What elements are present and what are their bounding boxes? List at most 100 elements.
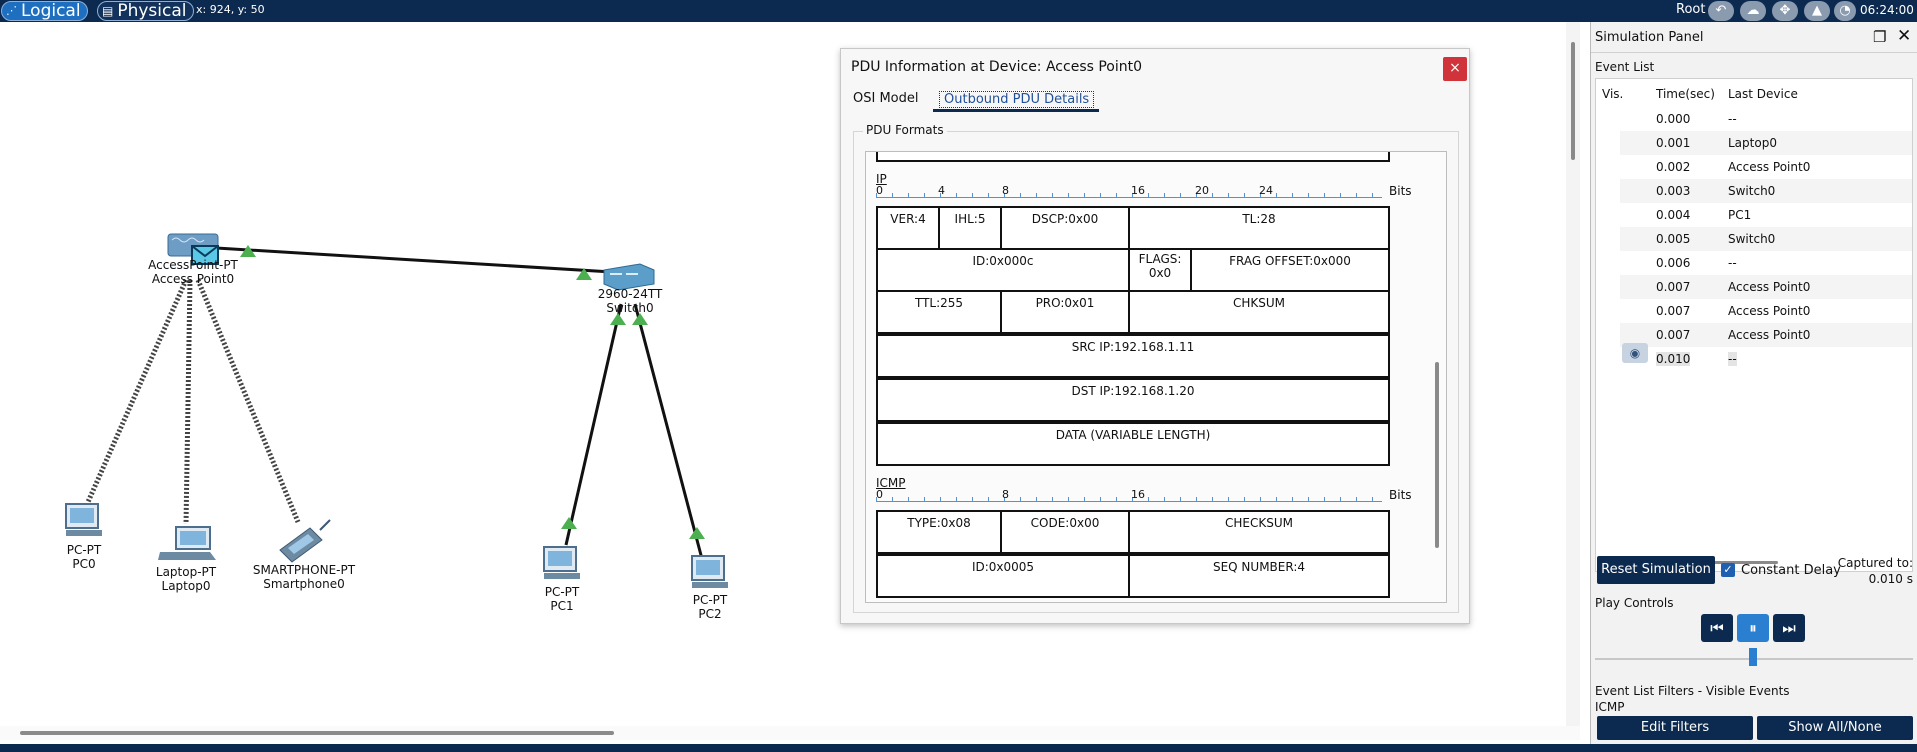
workspace-horizontal-scrollbar[interactable] [0,726,1580,740]
ruler-label: 8 [1002,184,1009,197]
close-icon[interactable]: ✕ [1897,26,1912,46]
access-point-name: Access Point0 [151,272,235,286]
icmp-section-label: ICMP [876,476,906,490]
wireless-link-smartphone0 [195,279,301,523]
ruler-label: 20 [1195,184,1209,197]
column-header-last-device[interactable]: Last Device [1728,87,1798,101]
scroll-thumb[interactable] [20,731,614,735]
ruler-tick [940,497,941,502]
ruler-label: 16 [1131,184,1145,197]
event-row[interactable]: 0.010-- [1620,347,1912,371]
bottom-toolbar [0,744,1917,752]
pdu-vertical-scrollbar[interactable] [1428,152,1446,602]
close-icon[interactable]: × [1443,57,1467,81]
eye-icon[interactable]: ◉ [1622,343,1648,363]
pc0-device [65,503,102,536]
user-root-label: Root [1676,2,1706,17]
ruler-tick [924,497,925,502]
ruler-tick [1084,497,1085,502]
link-ap-switch [199,245,613,274]
pdu-information-dialog: PDU Information at Device: Access Point0… [840,48,1470,624]
event-row[interactable]: 0.000-- [1620,107,1912,131]
pc1-name: PC1 [550,599,574,613]
smartphone0-name: Smartphone0 [263,577,345,591]
play-speed-slider-handle[interactable] [1749,648,1757,666]
ruler-tick [1164,497,1165,502]
ruler-tick [1228,193,1229,198]
icmp-checksum-field: CHECKSUM [1128,510,1390,554]
switch-type: 2960-24TT [597,287,663,301]
constant-delay-checkbox[interactable]: ✓ [1721,563,1735,577]
pc2-label[interactable]: PC-PT PC2 [680,593,740,621]
physical-view-button[interactable]: ▤ Physical [97,1,194,21]
ruler-tick [1100,497,1101,502]
ip-data-field: DATA (VARIABLE LENGTH) [876,422,1390,466]
show-all-none-button[interactable]: Show All/None [1757,716,1913,740]
ruler-tick [1116,193,1117,198]
cloud-icon[interactable]: ☁ [1740,1,1766,21]
ip-protocol-field: PRO:0x01 [1000,290,1130,334]
ruler-tick [1164,193,1165,198]
event-last-device: -- [1728,256,1737,270]
pc0-label[interactable]: PC-PT PC0 [54,543,114,571]
restore-window-icon[interactable]: ❐ [1873,28,1887,46]
simulation-panel: Simulation Panel ❐ ✕ Event List Vis. Tim… [1590,22,1917,744]
ruler-tick [1180,497,1181,502]
event-last-device: Access Point0 [1728,280,1811,294]
ruler-tick [1212,193,1213,198]
link-up-indicator [689,527,705,539]
pc1-label[interactable]: PC-PT PC1 [532,585,592,613]
event-row[interactable]: 0.006-- [1620,251,1912,275]
ruler-tick [1244,497,1245,502]
landscape-icon[interactable]: ▲ [1804,1,1830,21]
simulation-clock: 06:24:00 [1860,3,1914,17]
reset-simulation-button[interactable]: Reset Simulation [1597,556,1715,584]
tab-osi-model[interactable]: OSI Model [853,91,919,106]
ruler-tick [1052,193,1053,198]
step-forward-button[interactable]: ⏭ [1773,614,1805,642]
ruler-tick [1132,497,1133,502]
ruler-tick [1260,497,1261,502]
step-back-button[interactable]: ⏮ [1701,614,1733,642]
access-point-label[interactable]: AccessPoint-PT Access Point0 [136,258,250,286]
play-pause-button[interactable]: ⏸ [1737,614,1769,642]
event-time: 0.000 [1656,112,1691,126]
laptop0-label[interactable]: Laptop-PT Laptop0 [148,565,224,593]
workspace-vertical-scrollbar[interactable] [1566,22,1580,732]
scroll-thumb[interactable] [1435,362,1439,548]
ruler-tick [1052,497,1053,502]
tab-outbound-pdu-details[interactable]: Outbound PDU Details [939,91,1095,108]
divider [1591,52,1917,53]
smartphone0-label[interactable]: SMARTPHONE-PT Smartphone0 [244,563,364,591]
ip-ihl-field: IHL:5 [938,206,1002,250]
pc0-type: PC-PT [66,543,102,557]
column-header-time[interactable]: Time(sec) [1656,87,1715,101]
switch-label[interactable]: 2960-24TT Switch0 [590,287,670,315]
logical-view-button[interactable]: ⋰ Logical [1,1,88,21]
move-icon[interactable]: ✥ [1772,1,1798,21]
pdu-formats-scroll-area[interactable]: IP 0 4 8 16 20 24 Bits VER:4 IHL:5 DSCP:… [865,151,1447,603]
link-up-indicator [240,245,256,257]
laptop0-device [158,526,216,560]
ruler-line [876,501,1382,502]
laptop0-type: Laptop-PT [155,565,217,579]
back-icon[interactable]: ↶ [1708,1,1734,21]
ip-frag-offset-field: FRAG OFFSET:0x000 [1190,248,1390,292]
column-header-vis[interactable]: Vis. [1602,87,1624,101]
access-point-type: AccessPoint-PT [148,258,238,272]
ruler-tick [908,193,909,198]
clock-icon[interactable]: ◔ [1834,1,1856,21]
icmp-type-field: TYPE:0x08 [876,510,1002,554]
ruler-tick [956,193,957,198]
scroll-thumb[interactable] [1571,42,1575,160]
edit-filters-button[interactable]: Edit Filters [1597,716,1753,740]
